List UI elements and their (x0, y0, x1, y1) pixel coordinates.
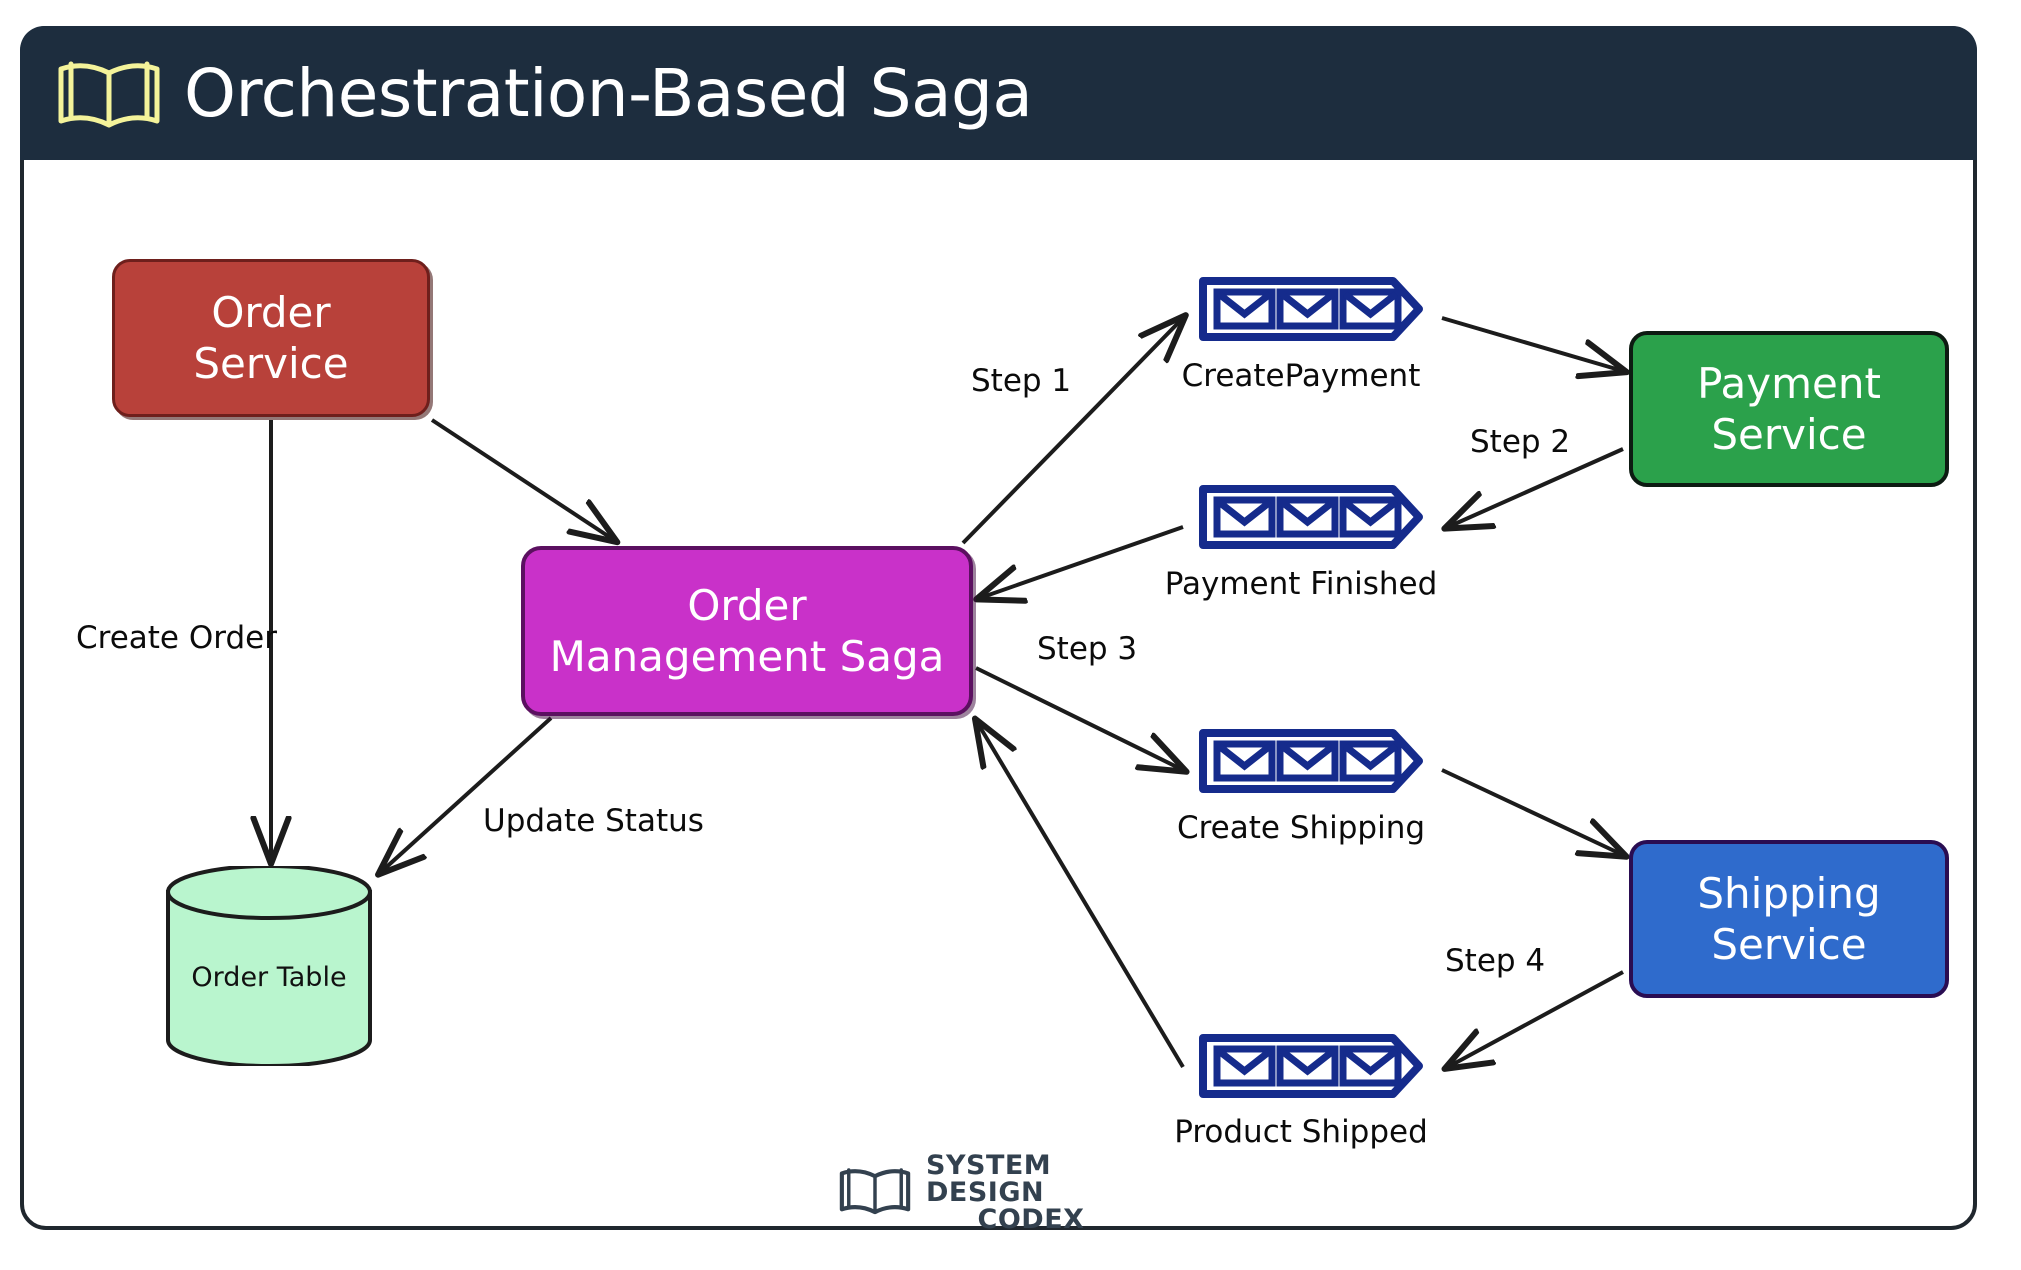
open-book-icon (836, 1161, 914, 1224)
saga-line1: Order (687, 580, 807, 630)
node-order-table[interactable]: Order Table (163, 864, 375, 1068)
shipping-service-line2: Service (1711, 920, 1867, 969)
edge-label-step-3: Step 3 (1037, 631, 1138, 667)
edge-label-update-status: Update Status (483, 803, 704, 839)
queue-caption-product-shipped: Product Shipped (1174, 1114, 1428, 1150)
order-service-line2: Service (193, 339, 349, 388)
edge-label-step-2: Step 2 (1470, 424, 1571, 460)
queue-caption-create-shipping: Create Shipping (1176, 810, 1426, 846)
open-book-icon (50, 50, 168, 136)
saga-line2: Management Saga (549, 632, 945, 681)
footer-logo: SYSTEM DESIGN CODEX (836, 1152, 1136, 1233)
header-bar: Orchestration-Based Saga (20, 26, 1977, 160)
message-queue-icon-create-shipping[interactable] (1197, 727, 1425, 795)
node-order-service[interactable]: Order Service (112, 259, 430, 417)
edge-label-step-4: Step 4 (1445, 943, 1546, 979)
payment-service-line1: Payment (1697, 358, 1881, 408)
edge-label-create-order: Create Order (76, 620, 277, 656)
order-service-line1: Order (211, 287, 331, 337)
footer-logo-line2: CODEX (977, 1203, 1085, 1235)
database-cylinder-icon (166, 864, 372, 1068)
message-queue-icon-payment-finished[interactable] (1197, 483, 1425, 551)
message-queue-icon-product-shipped[interactable] (1197, 1032, 1425, 1100)
queue-caption-payment-finished: Payment Finished (1164, 566, 1438, 602)
order-table-label: Order Table (191, 962, 347, 993)
page-title: Orchestration-Based Saga (184, 54, 1033, 132)
shipping-service-line1: Shipping (1697, 868, 1881, 918)
queue-caption-create-payment: CreatePayment (1181, 358, 1421, 394)
footer-logo-line1: SYSTEM DESIGN (926, 1149, 1052, 1208)
node-shipping-service[interactable]: Shipping Service (1629, 840, 1949, 998)
message-queue-icon-create-payment[interactable] (1197, 275, 1425, 343)
payment-service-line2: Service (1711, 410, 1867, 459)
node-order-management-saga[interactable]: Order Management Saga (521, 546, 973, 716)
node-payment-service[interactable]: Payment Service (1629, 331, 1949, 487)
edge-label-step-1: Step 1 (971, 363, 1072, 399)
